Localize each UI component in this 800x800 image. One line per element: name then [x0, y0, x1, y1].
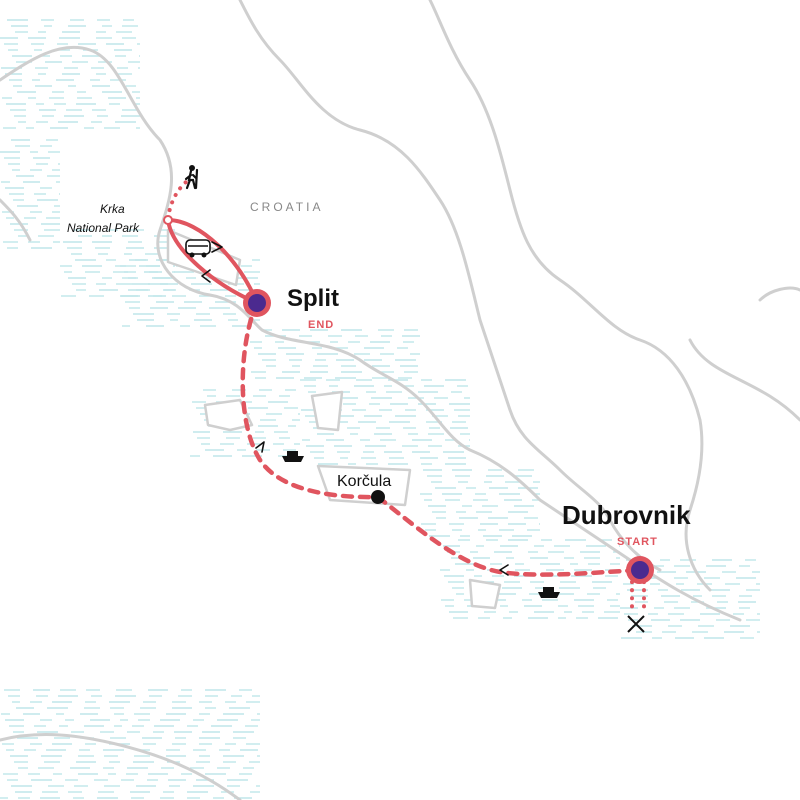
- island-brac: [203, 398, 254, 432]
- krka-label-line-2: National Park: [67, 221, 140, 235]
- arrow-icon: [255, 441, 265, 453]
- korcula-label: Korčula: [337, 473, 391, 490]
- island-mljet: [468, 578, 502, 610]
- island-hvar: [310, 390, 344, 432]
- split-marker: [243, 289, 271, 317]
- hiking-icon: [184, 165, 199, 190]
- route-ferry-split-korcula: [240, 300, 381, 500]
- arrow-icon: [201, 269, 211, 283]
- bus-icon: [185, 239, 211, 258]
- dubrovnik-marker: [626, 556, 654, 584]
- ferry-icon: [538, 587, 560, 598]
- arrow-icon: [499, 564, 509, 576]
- ferry-icon: [282, 451, 304, 462]
- route-bus-back: [166, 218, 259, 305]
- dubrovnik-label: Dubrovnik: [562, 500, 691, 530]
- krka-label-line-1: Krka: [100, 202, 125, 216]
- route-ferry-korcula-dubrovnik: [375, 494, 643, 577]
- split-label: Split: [287, 285, 339, 312]
- routes: [166, 180, 646, 614]
- direction-arrows: [201, 241, 509, 576]
- korcula-marker: [371, 490, 385, 504]
- dubrovnik-tag: START: [617, 536, 658, 548]
- split-tag: END: [308, 319, 334, 331]
- kayak-paddle-icon: [627, 615, 645, 633]
- arrow-icon: [211, 241, 223, 253]
- krka-label: Krka National Park: [67, 202, 140, 235]
- krka-marker: [163, 215, 173, 225]
- country-label: CROATIA: [250, 200, 323, 214]
